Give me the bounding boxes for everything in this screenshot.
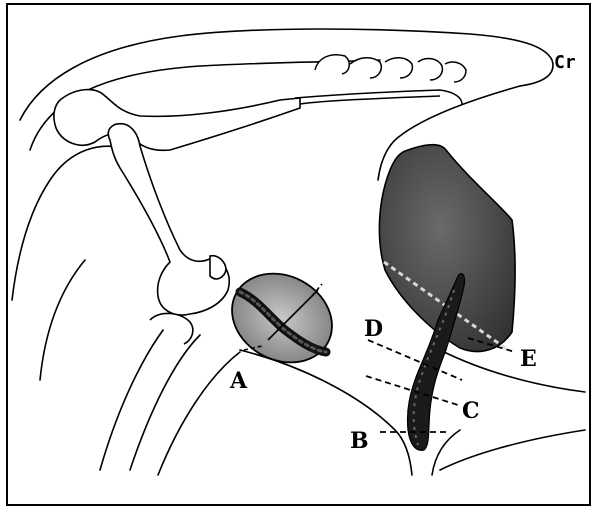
orientation-label: Cr xyxy=(554,52,576,73)
label-a: A xyxy=(229,368,248,394)
label-b: B xyxy=(350,428,369,454)
label-c: C xyxy=(462,398,480,424)
vertebrae xyxy=(295,55,466,104)
label-e: E xyxy=(520,346,537,372)
oval-region xyxy=(216,257,347,380)
label-d: D xyxy=(364,316,383,342)
